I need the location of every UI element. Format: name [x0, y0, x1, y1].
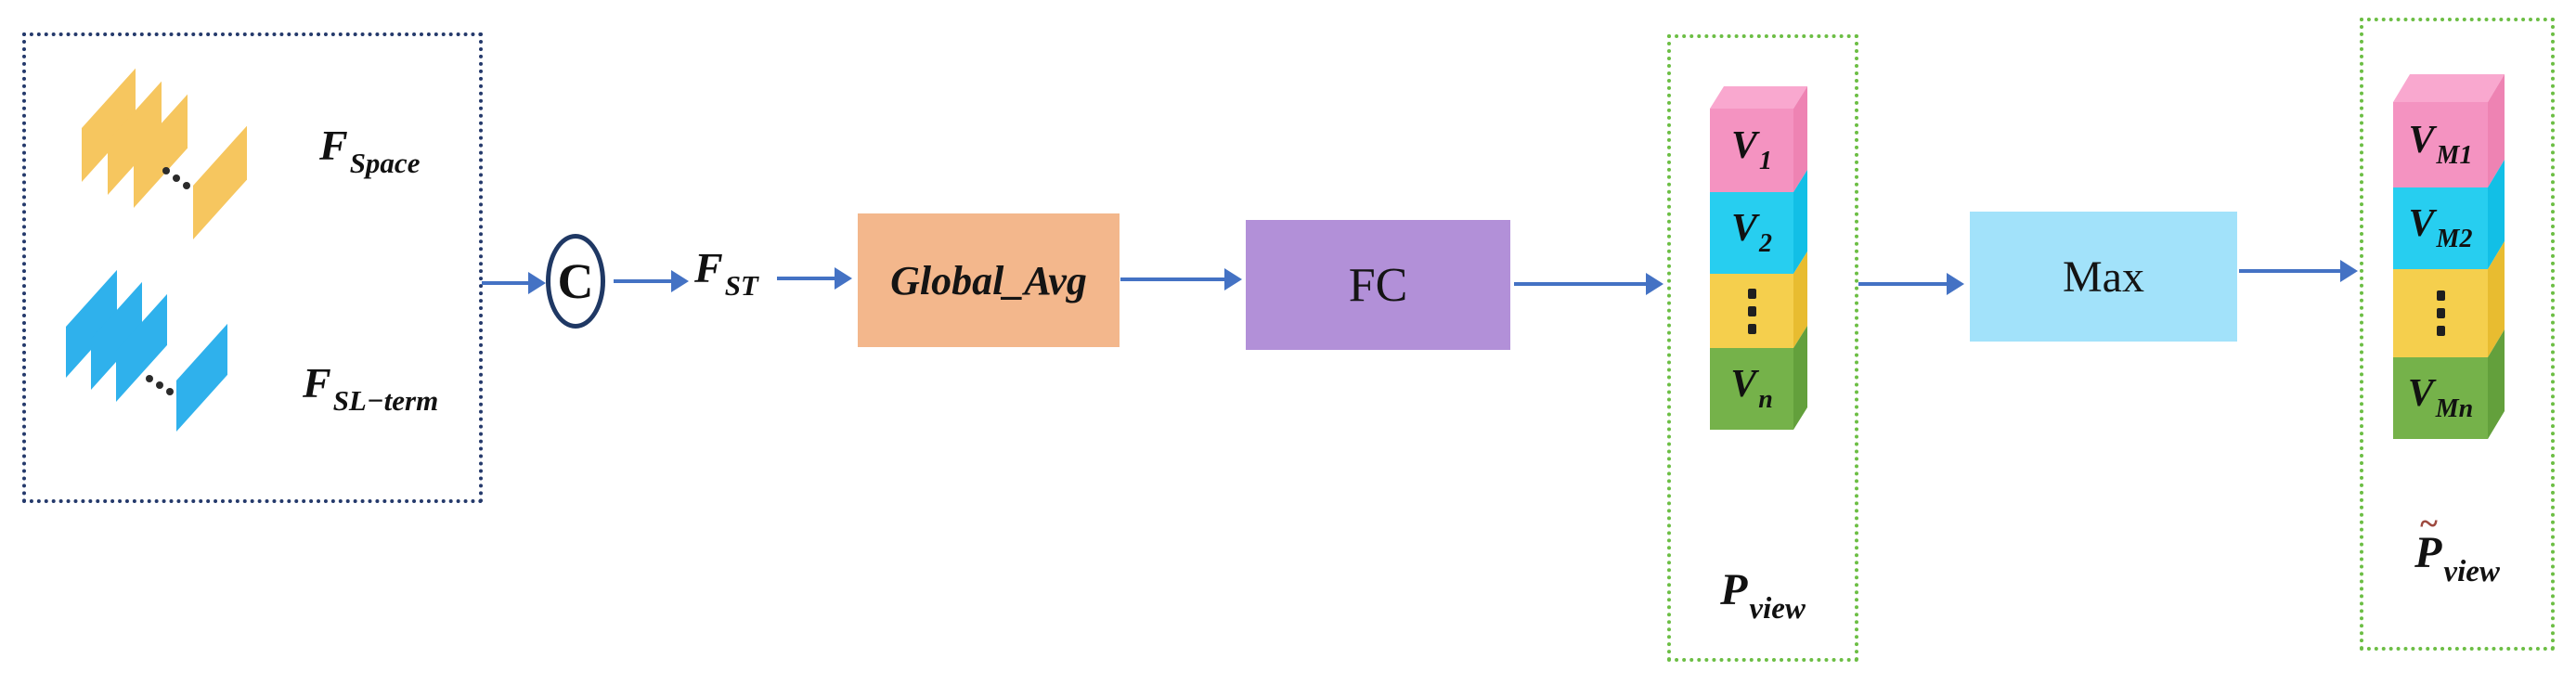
ellipsis-dot [162, 167, 170, 174]
arrow-fst-to-globalavg [777, 266, 852, 290]
vn-label: Vn [1730, 362, 1773, 415]
fc-box: FC [1246, 220, 1510, 350]
v2-block: V2 [1710, 192, 1793, 274]
pview-max-box [2360, 18, 2555, 651]
ellipsis-dot [166, 388, 174, 395]
vertical-ellipsis-icon [1747, 288, 1756, 334]
arrow-head [835, 267, 852, 290]
arrow-shaft [1514, 282, 1646, 286]
arrow-shaft [614, 279, 671, 283]
global-avg-box: Global_Avg [858, 213, 1120, 347]
fc-label: FC [1348, 258, 1408, 312]
vmn-label: VMn [2407, 371, 2474, 424]
pview-caption: Pview [1720, 565, 1806, 626]
f-slterm-label: FSL−term [303, 359, 439, 417]
ellipsis-block [1710, 274, 1793, 348]
arrow-head [1947, 273, 1964, 295]
v2-label: V2 [1730, 206, 1772, 259]
arrow-head [1224, 268, 1242, 290]
arrow-fc-to-pview [1514, 272, 1663, 296]
tilde-mark: ~ [2420, 505, 2438, 542]
vm2-block: VM2 [2393, 187, 2488, 269]
ellipsis-dot [156, 381, 163, 389]
f-st-label: FST [694, 244, 758, 302]
pview-box [1667, 34, 1858, 662]
arrow-input-to-concat [482, 271, 546, 295]
v1-label: V1 [1730, 123, 1772, 176]
vmn-block: VMn [2393, 357, 2488, 439]
arrow-pview-to-max [1858, 272, 1964, 296]
block-top-face [2393, 74, 2505, 102]
max-box: Max [1970, 212, 2237, 342]
arrow-shaft [482, 281, 528, 285]
vm1-label: VM1 [2408, 118, 2473, 171]
f-space-label: FSpace [319, 122, 421, 179]
arrow-head [671, 270, 689, 292]
v1-block: V1 [1710, 109, 1793, 192]
arrow-shaft [1858, 282, 1947, 286]
arrow-head [1646, 273, 1663, 295]
arrow-globalavg-to-fc [1120, 267, 1242, 291]
vn-block: Vn [1710, 348, 1793, 430]
vertical-ellipsis-icon [2436, 290, 2445, 336]
ellipsis-dot [183, 182, 190, 189]
arrow-max-to-pviewmax [2239, 259, 2358, 283]
concat-label: C [557, 253, 594, 309]
arrow-shaft [2239, 269, 2340, 273]
global-avg-label: Global_Avg [890, 257, 1087, 303]
concat-node: C [546, 234, 605, 329]
vm2-label: VM2 [2408, 201, 2473, 254]
arrow-shaft [1120, 277, 1224, 281]
arrow-head [2340, 260, 2358, 282]
arrow-head [528, 272, 546, 294]
ellipsis-dot [173, 174, 180, 182]
vm1-block: VM1 [2393, 102, 2488, 187]
ellipsis-block [2393, 269, 2488, 357]
ellipsis-dot [146, 375, 153, 382]
block-top-face [1710, 86, 1807, 109]
pview-max-caption: ~Pview [2414, 505, 2500, 588]
input-feature-box [22, 32, 483, 503]
arrow-shaft [777, 277, 835, 280]
arrow-concat-to-fst [614, 269, 689, 293]
max-label: Max [2063, 252, 2144, 302]
